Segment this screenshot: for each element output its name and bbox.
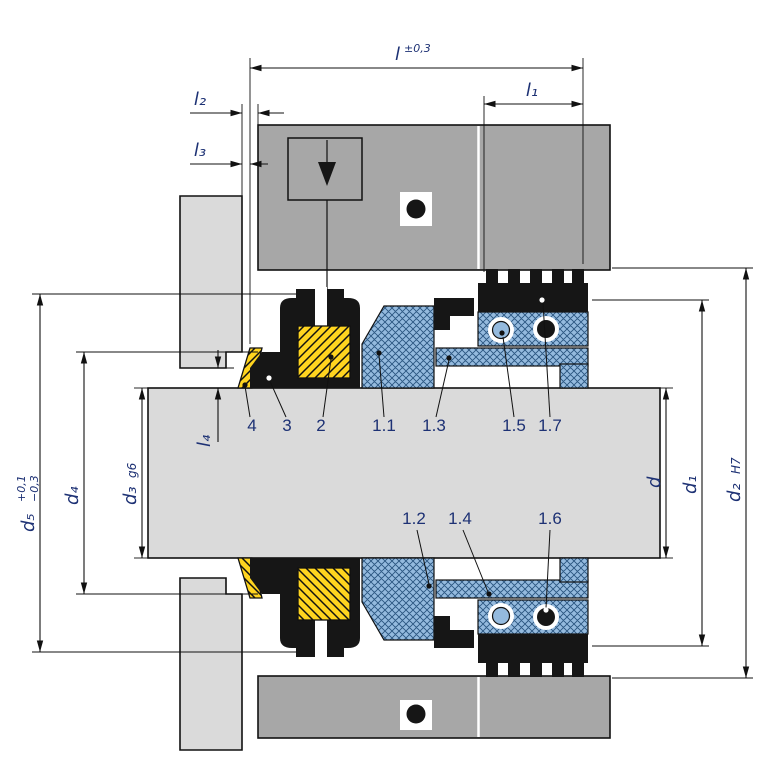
- shaft: [147, 387, 661, 559]
- dim-d3: d₃ g6: [120, 388, 146, 558]
- seat-tooth: [552, 269, 564, 283]
- part-label-2: 2: [316, 416, 325, 435]
- part-label-1-2: 1.2: [402, 509, 426, 528]
- housing-bottom-body: [257, 675, 611, 739]
- dim-d5-label: d₅: [18, 513, 39, 532]
- seat-tooth: [572, 269, 584, 283]
- flush-port-box: [287, 137, 363, 201]
- leader-1-1: [378, 354, 385, 418]
- dim-l1-label: l₁: [526, 80, 538, 101]
- leader-dot-1-2: [426, 583, 432, 589]
- dim-d4: d₄: [62, 352, 88, 594]
- dim-d2: d₂ H7: [724, 268, 750, 678]
- spring-section: [491, 320, 511, 340]
- leader-4: [244, 385, 251, 418]
- seat-teeth: [486, 269, 584, 283]
- dim-l-tolerance: ±0,3: [404, 42, 431, 55]
- dim-l2: l₂: [190, 89, 284, 117]
- leader-1-5: [502, 336, 515, 418]
- bellows-slot: [315, 287, 327, 329]
- leader-dot-1-1: [376, 350, 382, 356]
- part-label-4: 4: [247, 416, 256, 435]
- flush-arrow-icon: [318, 162, 336, 186]
- part-label-1-4: 1.4: [448, 509, 472, 528]
- dim-d5-tol-upper: +0,1: [15, 475, 28, 502]
- seal-internals-bottom: [237, 557, 589, 678]
- seal-face-rotating: [361, 305, 435, 389]
- sleeve-step: [559, 363, 589, 389]
- dim-d5-tol-lower: −0,3: [28, 475, 41, 502]
- dim-l4: l₄: [194, 350, 222, 447]
- dim-d3-fit: g6: [125, 462, 139, 478]
- oring-section: [537, 320, 555, 338]
- left-block-bottom: [179, 577, 243, 751]
- dim-l: l ±0,3: [250, 42, 583, 72]
- left-block-top: [179, 195, 243, 369]
- part-label-1-7: 1.7: [538, 416, 562, 435]
- seat-tooth: [508, 269, 520, 283]
- leader-dot-2: [328, 354, 334, 360]
- dim-d5: d₅ +0,1 −0,3: [15, 294, 44, 652]
- seal-internals-top: [237, 269, 589, 389]
- part-callouts: 4 3 2 1.1 1.3 1.5 1.7 1.2 1.4 1.6: [242, 297, 562, 613]
- dim-d2-fit: H7: [729, 457, 743, 474]
- housing-top-body: [257, 124, 611, 271]
- flush-port: [287, 137, 363, 292]
- leader-dot-1-3: [446, 355, 452, 361]
- drive-collar-black: [434, 298, 474, 330]
- dim-l3: l₃: [190, 140, 268, 168]
- insert-part2: [297, 325, 351, 379]
- leader-1-7: [542, 302, 551, 418]
- seat-band: [478, 283, 588, 312]
- part-label-1-3: 1.3: [422, 416, 446, 435]
- leader-1-6: [545, 529, 551, 609]
- leader-dot-1-5: [499, 330, 505, 336]
- dim-l1: l₁: [484, 80, 583, 108]
- machine-section: [147, 124, 661, 751]
- part-label-3: 3: [282, 416, 291, 435]
- dim-l3-label: l₃: [194, 140, 206, 161]
- gasket-oring-bottom: [406, 704, 426, 724]
- dim-l2-label: l₂: [194, 89, 206, 110]
- leader-1-4: [462, 529, 489, 593]
- leader-dot-1-4: [486, 591, 492, 597]
- part-label-1-5: 1.5: [502, 416, 526, 435]
- dim-d4-label: d₄: [62, 486, 83, 505]
- leader-3: [268, 378, 287, 418]
- leader-dot-4: [242, 382, 248, 388]
- dim-d1: d₁: [680, 300, 706, 646]
- leader-dot-1-6: [543, 607, 549, 613]
- part-label-1-1: 1.1: [372, 416, 396, 435]
- housing-bottom: [257, 675, 611, 739]
- dim-d2-label: d₂: [724, 483, 745, 502]
- leader-dot-3: [266, 375, 272, 381]
- seat-tooth: [486, 269, 498, 283]
- dim-d: d: [644, 388, 670, 558]
- dim-d-label: d: [644, 476, 665, 488]
- dim-d1-label: d₁: [680, 475, 701, 494]
- dim-l-label: l: [395, 44, 400, 65]
- leader-2: [322, 358, 332, 418]
- leader-dot-1-7: [539, 297, 545, 303]
- leader-1-3: [435, 359, 450, 418]
- sleeve-band: [435, 347, 589, 367]
- housing-top: [257, 124, 611, 292]
- part-label-1-6: 1.6: [538, 509, 562, 528]
- leader-1-2: [416, 529, 430, 585]
- dimensions: l ±0,3 l₁ l₂ l₃ l₄: [15, 42, 753, 679]
- seat-tooth: [530, 269, 542, 283]
- dim-l4-label: l₄: [194, 434, 215, 447]
- gasket-oring: [406, 199, 426, 219]
- dim-d3-label: d₃: [120, 486, 141, 505]
